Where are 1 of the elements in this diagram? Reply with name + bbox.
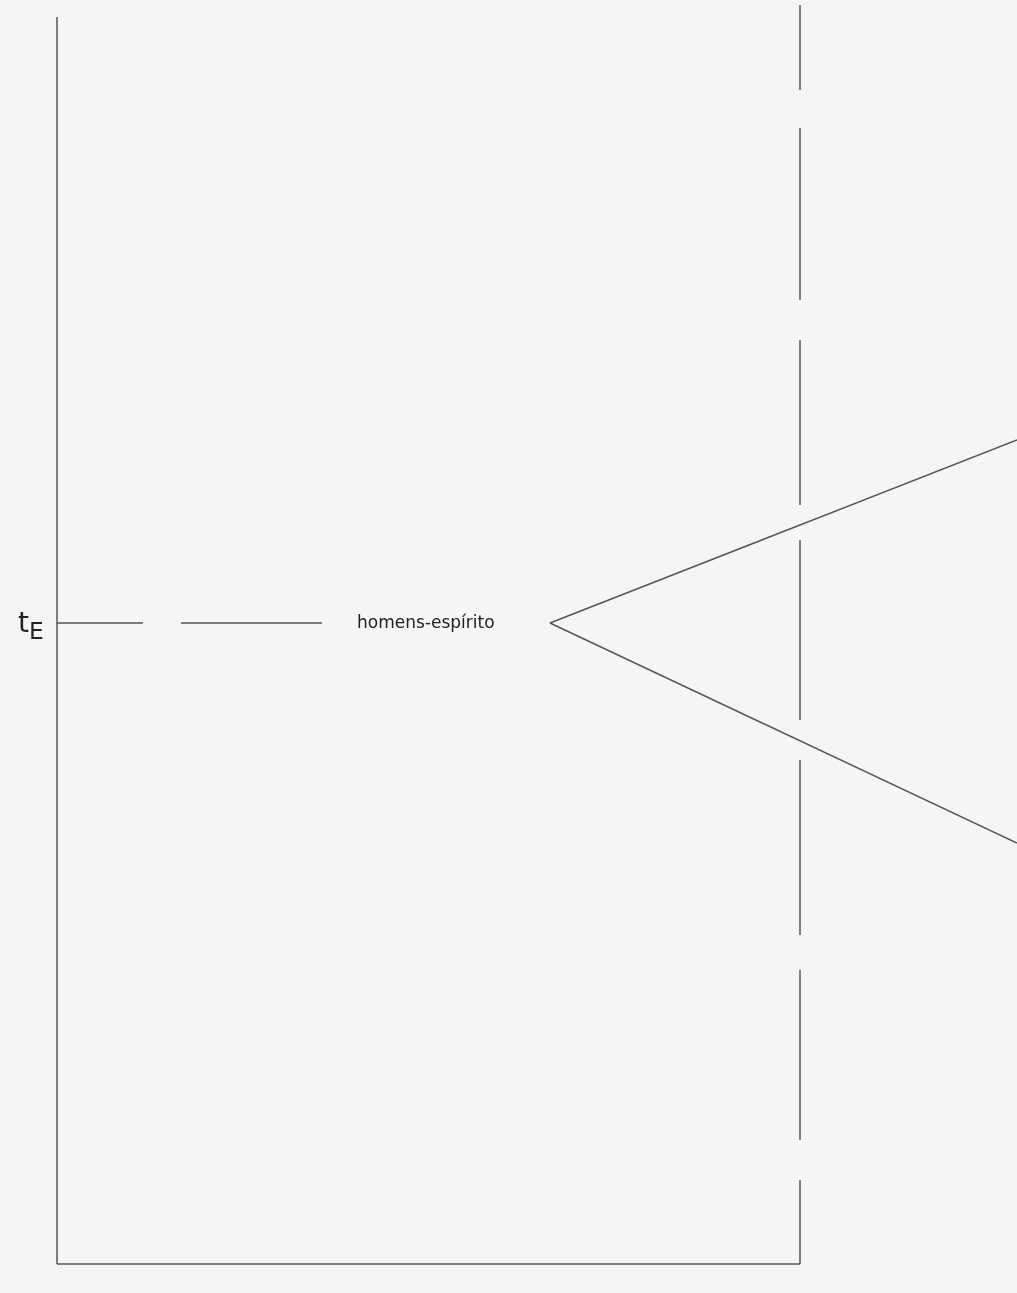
text-label: homens-espírito: [357, 612, 495, 632]
